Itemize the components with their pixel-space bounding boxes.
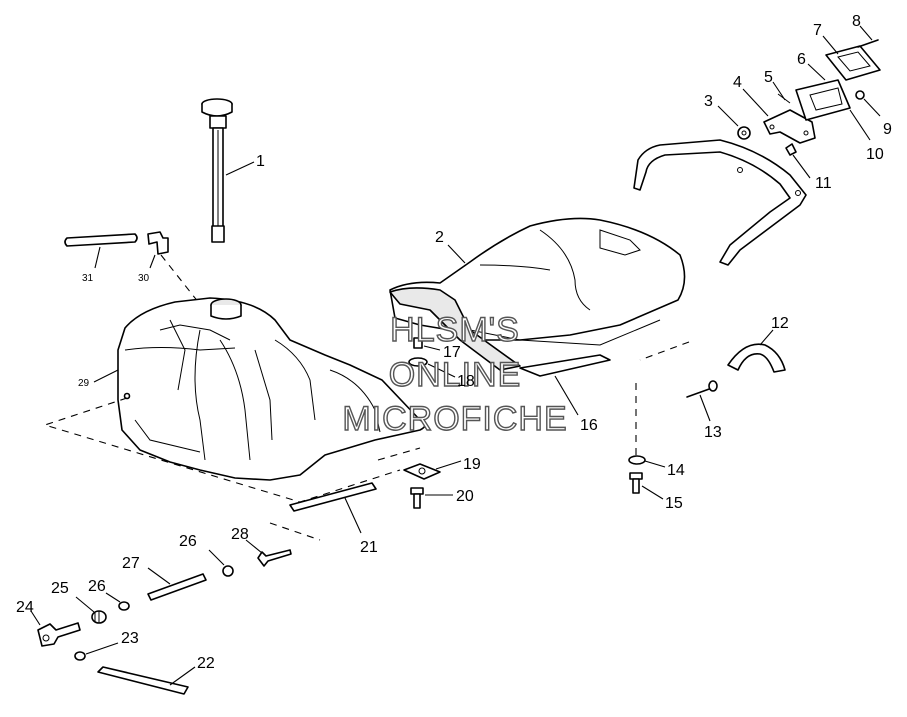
callout-6[interactable]: 6 (797, 51, 806, 68)
fuel-valve-24-part[interactable] (37, 622, 81, 647)
callout-30[interactable]: 30 (138, 273, 150, 284)
bracket-4-part[interactable] (763, 109, 816, 144)
watermark-line-1: HLSM'S (390, 311, 520, 349)
callout-19[interactable]: 19 (463, 456, 481, 473)
hose-22-part[interactable] (97, 666, 189, 695)
rubber-pad-part[interactable] (403, 463, 441, 480)
rear-grab-bar-part[interactable] (633, 139, 807, 266)
vent-hose-part[interactable] (64, 233, 138, 247)
callout-4[interactable]: 4 (733, 74, 742, 91)
rivet-13-part[interactable] (686, 380, 718, 398)
clamp-26a-part[interactable] (118, 601, 130, 611)
seat-part[interactable] (389, 217, 686, 377)
callout-14[interactable]: 14 (667, 462, 685, 479)
seat-strap-12-part[interactable] (727, 343, 786, 373)
callout-10[interactable]: 10 (866, 146, 884, 163)
callout-16[interactable]: 16 (580, 417, 598, 434)
callout-26a[interactable]: 26 (88, 578, 106, 595)
washer-14-part[interactable] (628, 455, 646, 465)
callout-1[interactable]: 1 (256, 153, 265, 170)
callout-7[interactable]: 7 (813, 22, 822, 39)
callout-2[interactable]: 2 (435, 229, 444, 246)
housing-7-part[interactable] (825, 45, 881, 81)
bolt-15-part[interactable] (629, 472, 643, 494)
lens-6-part[interactable] (795, 79, 851, 121)
washer-3-part[interactable] (737, 126, 751, 140)
callout-22[interactable]: 22 (197, 655, 215, 672)
watermark-line-3: MICROFICHE (342, 400, 567, 438)
callout-9[interactable]: 9 (883, 121, 892, 138)
callout-13[interactable]: 13 (704, 424, 722, 441)
watermark-line-2: ONLINE (389, 356, 522, 394)
vent-fitting-part[interactable] (147, 231, 169, 255)
callout-31[interactable]: 31 (82, 273, 94, 284)
nut-9-part[interactable] (855, 90, 865, 100)
clamp-26b-part[interactable] (222, 565, 234, 577)
callout-29[interactable]: 29 (78, 378, 90, 389)
tank-bolt-part[interactable] (410, 487, 424, 509)
callout-23[interactable]: 23 (121, 630, 139, 647)
callout-27[interactable]: 27 (122, 555, 140, 572)
callout-15[interactable]: 15 (665, 495, 683, 512)
callout-12[interactable]: 12 (771, 315, 789, 332)
callout-25[interactable]: 25 (51, 580, 69, 597)
callout-17[interactable]: 17 (443, 344, 461, 361)
watermark: HLSM'S ONLINE MICROFICHE (342, 310, 568, 438)
clamp-23-part[interactable] (74, 651, 86, 661)
seat-bolt-part[interactable] (413, 337, 423, 349)
callout-26b[interactable]: 26 (179, 533, 197, 550)
callout-28[interactable]: 28 (231, 526, 249, 543)
filter-25-part[interactable] (91, 610, 107, 624)
callout-3[interactable]: 3 (704, 93, 713, 110)
fuel-sender-part[interactable] (201, 98, 233, 243)
callout-8[interactable]: 8 (852, 13, 861, 30)
callout-21[interactable]: 21 (360, 539, 378, 556)
callout-24[interactable]: 24 (16, 599, 34, 616)
screw-8-part[interactable] (857, 39, 879, 48)
tank-strip-part[interactable] (289, 482, 377, 512)
callout-11[interactable]: 11 (815, 175, 832, 192)
connector-28-part[interactable] (257, 549, 292, 567)
callout-18[interactable]: 18 (457, 373, 475, 390)
clip-11-part[interactable] (785, 143, 797, 156)
fuel-tank-part[interactable] (117, 297, 426, 481)
hose-27-part[interactable] (147, 573, 207, 601)
callout-5[interactable]: 5 (764, 69, 773, 86)
callout-20[interactable]: 20 (456, 488, 474, 505)
seat-washer-part[interactable] (408, 357, 428, 367)
